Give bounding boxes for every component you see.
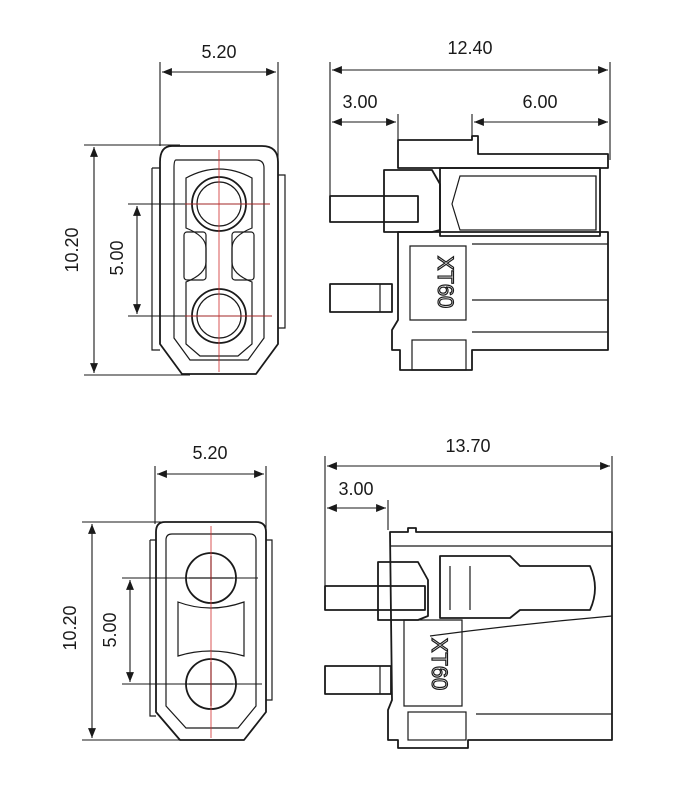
- top-side-view: 12.40 3.00 6.00 XT60: [329, 38, 611, 371]
- top-front-height-label: 10.20: [62, 227, 82, 272]
- bottom-front-pitch-label: 5.00: [100, 612, 120, 647]
- top-side-length-label: 12.40: [447, 38, 492, 58]
- bottom-side-marking: XT60: [427, 638, 452, 691]
- bottom-front-width-label: 5.20: [192, 443, 227, 463]
- top-front-pitch-label: 5.00: [107, 240, 127, 275]
- bottom-side-length-label: 13.70: [445, 436, 490, 456]
- top-front-view: 5.20 10.20 5.00: [62, 42, 286, 376]
- bottom-side-pin-label: 3.00: [338, 479, 373, 499]
- top-side-pin-label: 3.00: [342, 92, 377, 112]
- bottom-front-view: 5.20 10.20 5.00: [60, 443, 273, 741]
- top-side-sleeve-label: 6.00: [522, 92, 557, 112]
- top-front-width-label: 5.20: [201, 42, 236, 62]
- bottom-front-height-label: 10.20: [60, 605, 80, 650]
- bottom-side-view: 13.70 3.00 XT60: [324, 436, 613, 749]
- top-side-marking: XT60: [433, 256, 458, 309]
